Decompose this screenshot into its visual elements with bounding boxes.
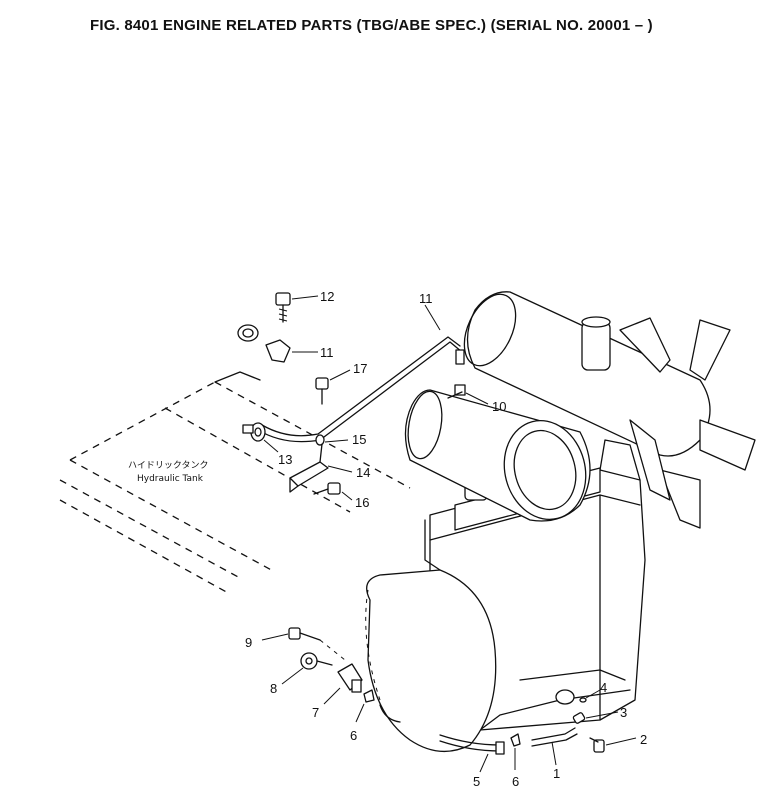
callout-4: 4 — [600, 680, 607, 695]
part-17-bolt — [315, 369, 351, 405]
part-9-bolt — [261, 627, 346, 661]
callout-6-left: 6 — [350, 728, 357, 743]
callout-13: 13 — [278, 452, 292, 467]
part-5-hose — [439, 734, 505, 773]
part-13-clamp — [242, 422, 279, 453]
part-11-elbow-fitting — [237, 324, 318, 363]
callout-5: 5 — [473, 774, 480, 788]
part-6-clip-left — [355, 689, 375, 723]
engine-block — [365, 439, 646, 753]
callout-11-hose: 11 — [419, 291, 433, 306]
callout-7: 7 — [312, 705, 319, 720]
callout-11-elbow: 11 — [320, 345, 334, 360]
callout-15: 15 — [352, 432, 366, 447]
callout-2: 2 — [640, 732, 647, 747]
cooling-fan — [619, 317, 756, 529]
part-8-bolt — [281, 652, 333, 685]
part-10-fitting — [447, 384, 489, 405]
callout-16: 16 — [355, 495, 369, 510]
part-4-washer — [579, 689, 601, 703]
tank-label-en: Hydraulic Tank — [137, 474, 204, 484]
part-14-bracket — [289, 443, 353, 493]
part-1-hose — [531, 727, 578, 766]
part-3-plug — [572, 711, 619, 724]
callout-12: 12 — [320, 289, 334, 304]
callout-9: 9 — [245, 635, 252, 650]
part-6-clip-right — [510, 733, 521, 770]
part-15-clip — [315, 434, 349, 446]
tank-label-jp: ハイドリックタンク — [128, 460, 208, 471]
part-12-bolt — [275, 292, 319, 323]
callout-6-right: 6 — [512, 774, 519, 788]
air-cleaner — [404, 389, 591, 522]
callout-8: 8 — [270, 681, 277, 696]
callout-17: 17 — [353, 361, 367, 376]
callout-14: 14 — [356, 465, 370, 480]
figure-title: FIG. 8401 ENGINE RELATED PARTS (TBG/ABE … — [90, 17, 653, 34]
callout-3: 3 — [620, 705, 627, 720]
part-7-sensor — [323, 663, 363, 705]
muffler — [463, 291, 711, 457]
callout-1: 1 — [553, 766, 560, 781]
part-16-bolt — [313, 482, 353, 501]
part-2-drain-plug — [589, 737, 637, 753]
callout-10: 10 — [492, 399, 506, 414]
